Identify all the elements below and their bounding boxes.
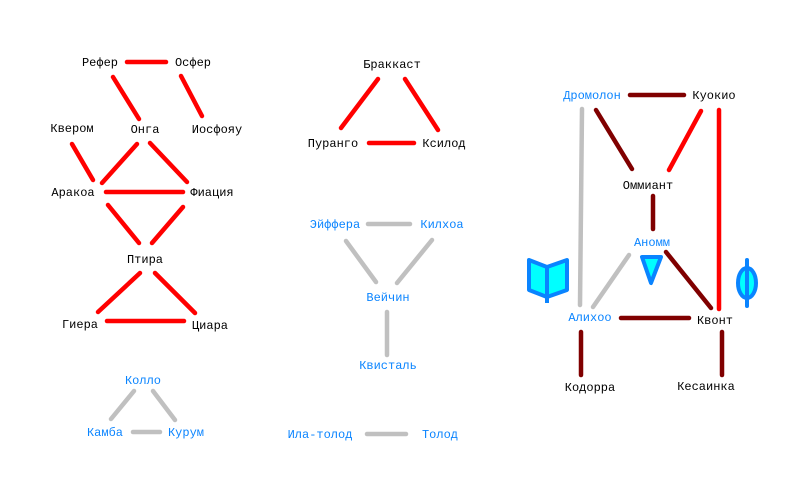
node-ksilod[interactable]: Ксилод [422, 137, 465, 151]
node-kverom[interactable]: Квером [50, 122, 93, 136]
edge-kuokio-ommiant [666, 108, 704, 173]
edge-fiatsiya-ptira [149, 204, 186, 246]
node-kesainka[interactable]: Кесаинка [677, 380, 735, 394]
node-kvont[interactable]: Квонт [697, 314, 733, 328]
edge-refer-onga [110, 74, 142, 122]
edge-anomm-alikhoo [590, 252, 632, 310]
edge-onga-fiatsiya [147, 140, 190, 185]
node-kvistal[interactable]: Квисталь [359, 359, 417, 373]
book-icon [527, 258, 569, 303]
node-eyffera[interactable]: Эйффера [310, 218, 360, 232]
node-ptira[interactable]: Птира [127, 253, 163, 267]
node-fiatsiya[interactable]: Фиация [190, 186, 233, 200]
edge-ptira-tsiara [152, 270, 198, 316]
node-kollo[interactable]: Колло [125, 374, 161, 388]
edge-dromolon-ommiant [593, 107, 635, 172]
node-osfer[interactable]: Осфер [175, 56, 211, 70]
node-brakkast[interactable]: Браккаст [363, 58, 421, 72]
edge-anomm-kvont [663, 249, 714, 311]
edge-osfer-iosfoyau [178, 73, 205, 119]
node-kilkhoa[interactable]: Килхоа [420, 218, 463, 232]
node-anomm[interactable]: Аномм [634, 236, 670, 250]
edge-kverom-arakoa [69, 141, 96, 183]
node-ilatolod[interactable]: Ила-толод [288, 428, 353, 442]
edge-brakkast-purango [338, 76, 381, 131]
node-tsiara[interactable]: Циара [192, 319, 228, 333]
edge-dromolon-alikhoo [577, 106, 585, 308]
node-alikhoo[interactable]: Алихоо [568, 311, 611, 325]
edge-brakkast-ksilod [402, 76, 441, 133]
edge-kilkhoa-veychin [394, 237, 435, 286]
node-onga[interactable]: Онга [131, 123, 160, 137]
node-tolod[interactable]: Толод [422, 428, 458, 442]
edge-arakoa-ptira [105, 202, 142, 246]
node-kodorra[interactable]: Кодорра [565, 381, 615, 395]
node-kamba[interactable]: Камба [87, 426, 123, 440]
node-kurum[interactable]: Курум [168, 426, 204, 440]
edge-eyffera-veychin [343, 238, 379, 285]
node-purango[interactable]: Пуранго [308, 137, 358, 151]
edge-ptira-giera [95, 270, 143, 315]
triangle-icon [640, 255, 663, 285]
node-iosfoyau[interactable]: Иосфояу [192, 123, 242, 137]
edge-kollo-kurum [150, 388, 178, 423]
node-dromolon[interactable]: Дромолон [563, 89, 621, 103]
node-arakoa[interactable]: Аракоа [51, 186, 94, 200]
node-kuokio[interactable]: Куокио [692, 89, 735, 103]
phi-icon [736, 258, 758, 308]
node-ommiant[interactable]: Оммиант [623, 179, 673, 193]
node-refer[interactable]: Рефер [82, 56, 118, 70]
node-veychin[interactable]: Вейчин [366, 291, 409, 305]
edge-kollo-kamba [108, 388, 137, 422]
node-giera[interactable]: Гиера [62, 318, 98, 332]
edge-onga-arakoa [99, 141, 140, 186]
